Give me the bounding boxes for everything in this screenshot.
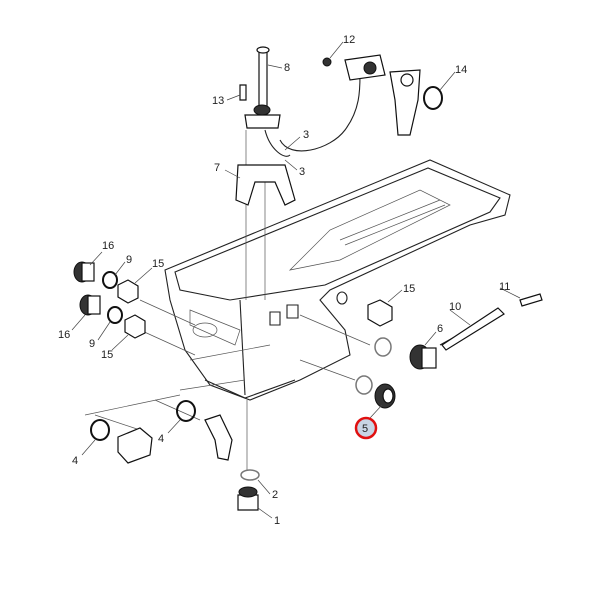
reference-lines — [84, 130, 371, 470]
callout-15c[interactable]: 15 — [101, 349, 113, 361]
callout-leaders — [71, 41, 521, 519]
plugs-right — [355, 293, 543, 409]
callout-2[interactable]: 2 — [272, 489, 278, 501]
dipstick-tube — [244, 46, 281, 129]
callout-16a[interactable]: 16 — [102, 240, 114, 252]
callout-6[interactable]: 6 — [437, 323, 443, 335]
callout-7[interactable]: 7 — [214, 162, 220, 174]
callout-12[interactable]: 12 — [343, 34, 355, 46]
callout-5-highlight[interactable] — [354, 416, 378, 440]
callout-11[interactable]: 11 — [499, 281, 510, 293]
callout-14[interactable]: 14 — [455, 64, 467, 76]
callout-4a[interactable]: 4 — [72, 455, 78, 467]
callout-10[interactable]: 10 — [449, 301, 461, 313]
callout-labels: 12 8 14 13 3 3 7 16 9 15 15 10 11 16 9 1… — [58, 34, 510, 527]
callout-8[interactable]: 8 — [284, 62, 290, 74]
plugs-left — [73, 261, 146, 339]
callout-1[interactable]: 1 — [274, 515, 280, 527]
callout-4b[interactable]: 4 — [158, 433, 164, 445]
callout-9a[interactable]: 9 — [126, 254, 132, 266]
callout-15b[interactable]: 15 — [403, 283, 415, 295]
callout-15a[interactable]: 15 — [152, 258, 164, 270]
bracket — [235, 164, 296, 206]
callout-16b[interactable]: 16 — [58, 329, 70, 341]
callout-5[interactable]: 5 — [362, 423, 368, 435]
callout-13[interactable]: 13 — [212, 95, 224, 107]
sensor-harness — [239, 54, 443, 157]
oil-pan — [164, 159, 511, 401]
callout-9b[interactable]: 9 — [89, 338, 95, 350]
callout-3b[interactable]: 3 — [299, 166, 305, 178]
callout-3a[interactable]: 3 — [303, 129, 309, 141]
drain-parts — [90, 400, 260, 511]
